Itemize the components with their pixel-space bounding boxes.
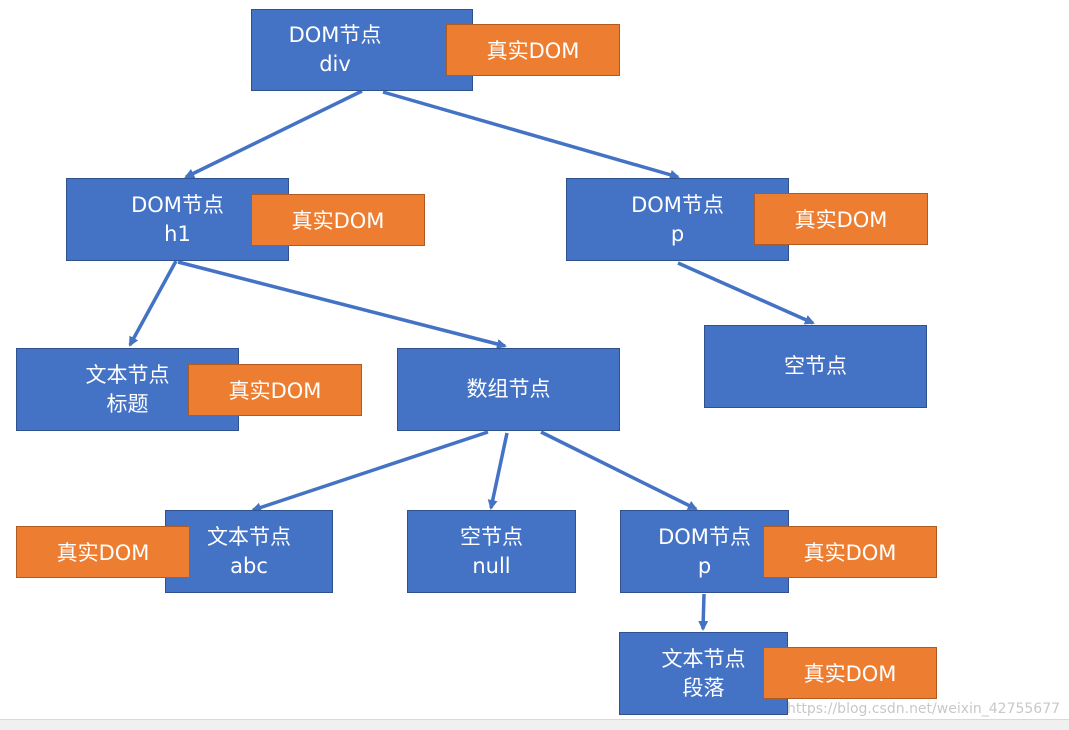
node-sublabel: p bbox=[670, 221, 685, 246]
edge-array-p bbox=[540, 430, 698, 511]
node-array: 数组节点 bbox=[397, 348, 620, 431]
node-label: DOM节点 bbox=[658, 524, 751, 549]
node-sublabel: null bbox=[472, 553, 511, 578]
node-label: 空节点 bbox=[784, 354, 847, 378]
node-label: DOM节点 bbox=[631, 192, 724, 217]
node-sublabel: p bbox=[697, 553, 712, 578]
edge-array-abc bbox=[251, 430, 489, 513]
edge-p-para-text bbox=[698, 593, 709, 631]
real-dom-tag: 真实DOM bbox=[763, 647, 937, 699]
node-label: 文本节点 bbox=[207, 524, 291, 549]
real-dom-tag: 真实DOM bbox=[188, 364, 362, 416]
node-label: 数组节点 bbox=[466, 377, 551, 401]
node-sublabel: 标题 bbox=[106, 391, 149, 416]
edge-h1-array bbox=[177, 260, 507, 349]
node-label: 空节点 bbox=[460, 524, 523, 549]
node-dom-p-bottom: DOM节点 p bbox=[620, 510, 789, 593]
node-sublabel: 段落 bbox=[682, 675, 725, 700]
edge-h1-title-text bbox=[128, 260, 178, 347]
node-empty-top: 空节点 bbox=[704, 325, 927, 408]
watermark: https://blog.csdn.net/weixin_42755677 bbox=[787, 701, 1061, 717]
edge-div-h1 bbox=[184, 89, 363, 179]
node-sublabel: h1 bbox=[164, 221, 191, 246]
edge-array-null bbox=[487, 432, 509, 510]
edge-div-p bbox=[382, 90, 680, 180]
node-text-abc: 文本节点 abc bbox=[165, 510, 333, 593]
bottom-scrollbar-strip bbox=[0, 719, 1069, 730]
edge-p-empty bbox=[677, 261, 815, 325]
node-dom-div: DOM节点 div bbox=[251, 9, 473, 91]
node-label: 文本节点 bbox=[661, 646, 746, 671]
node-sublabel: abc bbox=[230, 553, 268, 578]
real-dom-tag: 真实DOM bbox=[754, 193, 928, 245]
node-label: DOM节点 bbox=[288, 23, 382, 47]
real-dom-tag: 真实DOM bbox=[251, 194, 425, 246]
real-dom-tag: 真实DOM bbox=[763, 526, 937, 578]
node-label: 文本节点 bbox=[85, 362, 170, 387]
real-dom-tag: 真实DOM bbox=[16, 526, 190, 578]
node-empty-null: 空节点 null bbox=[407, 510, 576, 593]
node-text-paragraph: 文本节点 段落 bbox=[619, 632, 788, 715]
real-dom-tag: 真实DOM bbox=[446, 24, 620, 76]
node-sublabel: div bbox=[319, 52, 351, 76]
node-label: DOM节点 bbox=[131, 192, 224, 217]
